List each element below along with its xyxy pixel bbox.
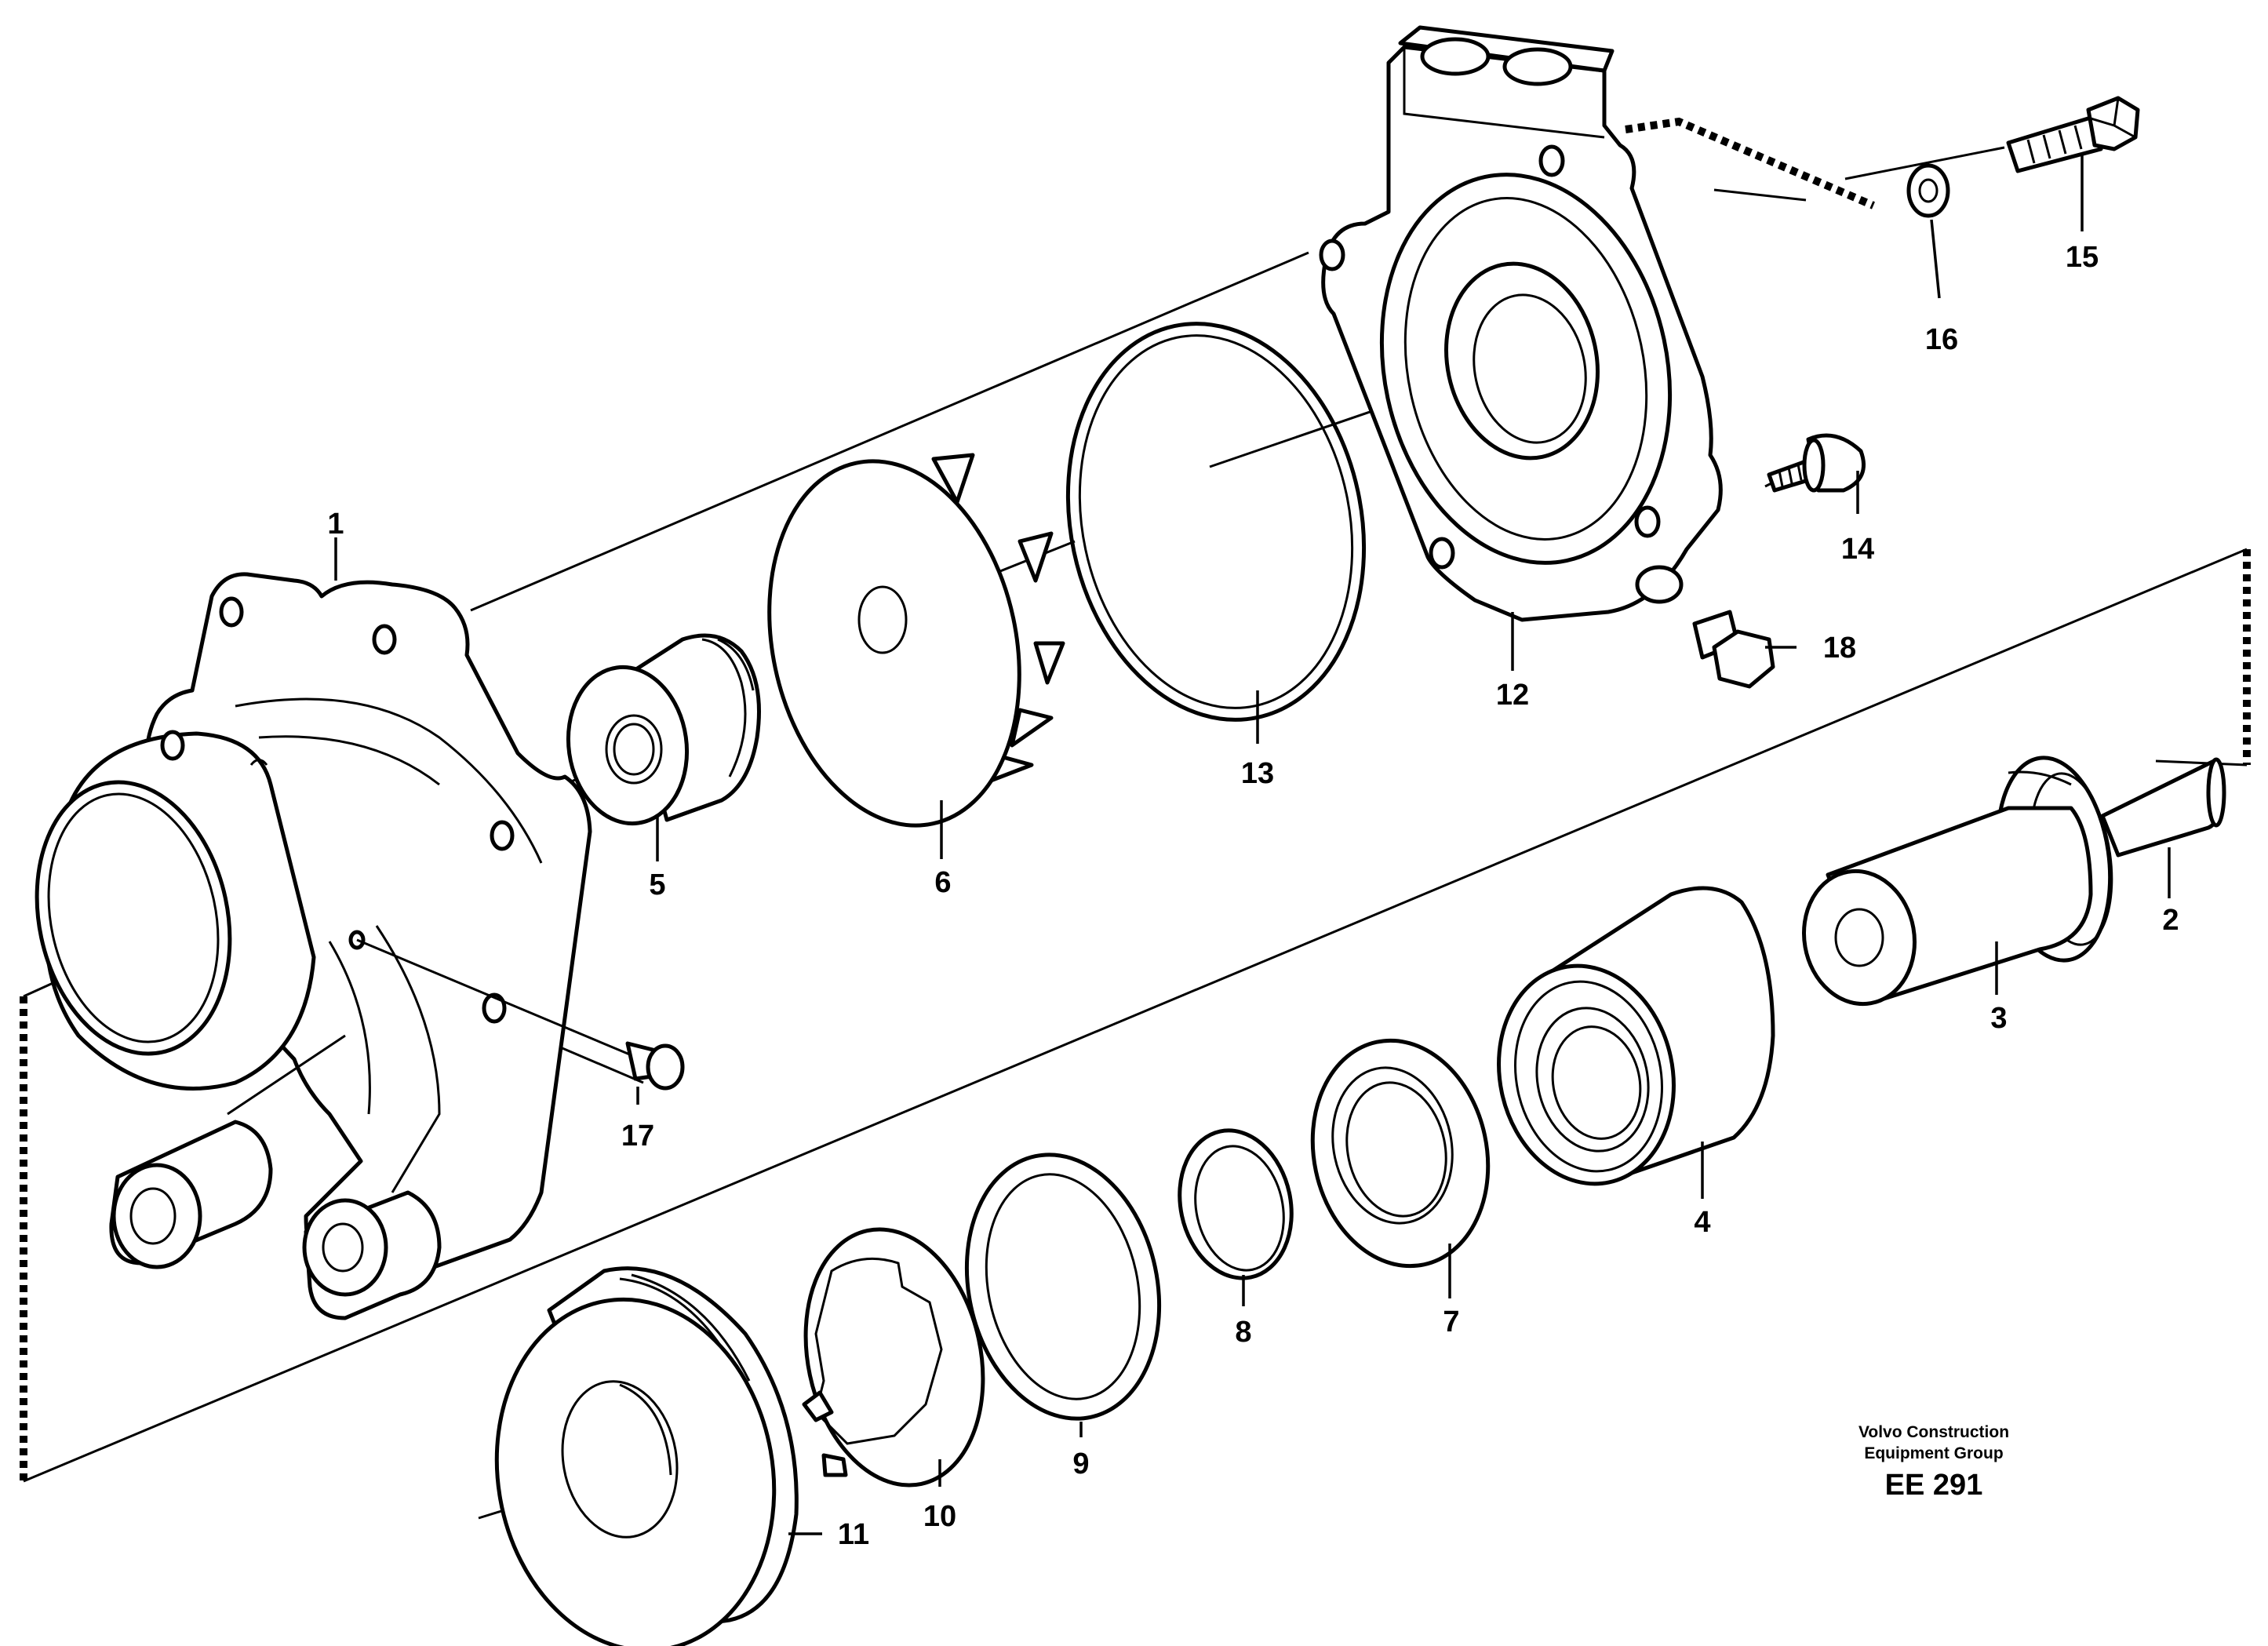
shaft-seal [566,633,761,826]
pump-housing [35,572,592,1320]
callout-7: 7 [1443,1306,1459,1338]
callout-1: 1 [327,508,344,541]
credit-company: Volvo Construction [1858,1423,2009,1441]
lock-washer [802,1227,985,1488]
callout-12: 12 [1496,679,1529,712]
callout-6: 6 [934,866,951,899]
callout-18: 18 [1823,632,1856,665]
seal-ring [1310,1038,1491,1269]
spacer-ring [1178,1128,1294,1280]
washer [1906,163,1950,218]
callout-9: 9 [1072,1448,1089,1480]
drawing-code: EE 291 [1885,1469,1983,1502]
screw [1767,433,1866,493]
pulley [494,1266,799,1646]
callout-17: 17 [621,1120,654,1153]
callout-4: 4 [1694,1206,1710,1239]
leader-lines [334,153,2171,1535]
callout-11: 11 [838,1518,869,1551]
impeller [767,453,1065,828]
callout-5: 5 [649,869,665,901]
callout-2: 2 [2162,904,2179,937]
callout-labels: 1 2 3 4 5 6 7 8 9 10 11 12 13 14 15 16 1… [327,241,2179,1551]
thrust-washer [964,1153,1162,1421]
callout-13: 13 [1241,757,1274,790]
credit-block: Volvo Construction Equipment Group EE 29… [1858,1423,2009,1502]
shaft-sleeve [1802,806,2093,1007]
dashed-reference-lines [20,117,2251,1481]
o-ring [1065,322,1367,722]
hex-bolt [2006,96,2140,173]
callout-16: 16 [1925,323,1958,356]
cover-bolt [1692,610,1775,689]
callout-14: 14 [1841,533,1874,566]
drain-plug [356,938,685,1091]
callout-15: 15 [2066,241,2099,274]
callout-3: 3 [1990,1002,2007,1035]
pump-cover [1319,25,1723,622]
ball-bearing [1497,886,1775,1186]
callout-10: 10 [923,1500,956,1533]
credit-group: Equipment Group [1864,1444,2003,1462]
callout-8: 8 [1235,1316,1251,1349]
